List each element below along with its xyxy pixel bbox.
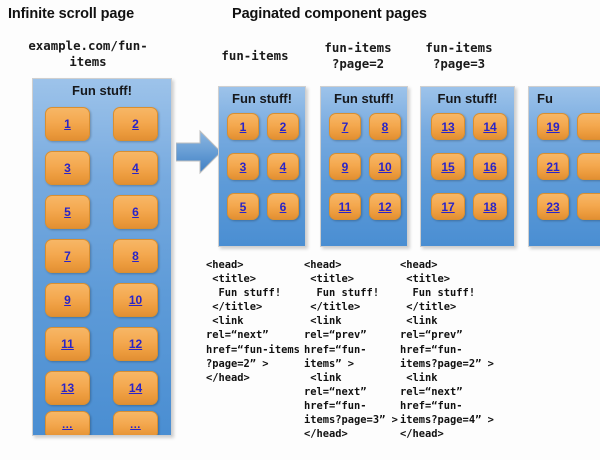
item-tile[interactable]: 8 [369, 113, 401, 140]
item-tile-label: 5 [239, 199, 247, 214]
item-tile[interactable]: 17 [431, 193, 465, 220]
item-tile[interactable]: 7 [45, 239, 90, 273]
page-3-head-code: <head> <title> Fun stuff! </title> <link… [400, 259, 494, 441]
page-2-url-label: fun-items ?page=2 [324, 40, 392, 71]
item-tile-label: 16 [483, 159, 497, 174]
item-tile-label: 23 [546, 199, 560, 214]
item-tile[interactable]: 13 [431, 113, 465, 140]
item-tile[interactable]: 19 [537, 113, 569, 140]
item-tile-label: 8 [381, 119, 389, 134]
item-tile-label: 5 [64, 205, 71, 219]
item-tile-label: 2 [279, 119, 287, 134]
item-tile-label: ... [130, 418, 141, 431]
item-tile[interactable]: 13 [45, 371, 90, 405]
infinite-scroll-panel-title: Fun stuff! [72, 83, 132, 98]
item-tile[interactable]: 21 [537, 153, 569, 180]
item-tile-label: 6 [132, 205, 139, 219]
item-tile-label: 4 [132, 161, 139, 175]
page-3-panel-title: Fun stuff! [437, 91, 498, 106]
page-1-panel: Fun stuff! 1 2 3 4 5 6 [218, 86, 306, 247]
item-tile-label: 12 [378, 199, 392, 214]
item-tile-label: 7 [341, 119, 349, 134]
item-tile[interactable]: 16 [473, 153, 507, 180]
item-tile-label: 18 [483, 199, 497, 214]
item-tile[interactable] [577, 153, 600, 180]
item-tile[interactable] [577, 193, 600, 220]
page-4-panel: Fu 19 21 23 [528, 86, 600, 247]
item-tile[interactable]: 10 [113, 283, 158, 317]
page-1-url-label: fun-items [221, 48, 289, 63]
item-tile-label: 15 [441, 159, 455, 174]
item-tile[interactable]: 6 [113, 195, 158, 229]
item-tile[interactable]: 6 [267, 193, 299, 220]
item-tile-label: 11 [338, 199, 352, 214]
item-tile[interactable]: 11 [45, 327, 90, 361]
page-4-panel-title: Fu [537, 91, 553, 106]
item-tile[interactable]: 14 [113, 371, 158, 405]
item-tile[interactable]: 9 [329, 153, 361, 180]
item-tile[interactable]: 14 [473, 113, 507, 140]
item-tile[interactable]: 2 [267, 113, 299, 140]
item-tile[interactable]: 4 [267, 153, 299, 180]
item-tile[interactable]: 1 [45, 107, 90, 141]
item-tile-label: 9 [64, 293, 71, 307]
heading-paginated-pages: Paginated component pages [232, 6, 427, 22]
item-tile-label: 4 [279, 159, 287, 174]
item-tile-label: 11 [61, 337, 74, 351]
item-tile-more[interactable]: ... [45, 411, 90, 435]
item-tile[interactable]: 9 [45, 283, 90, 317]
item-tile-label: 13 [441, 119, 455, 134]
page-2-head-code: <head> <title> Fun stuff! </title> <link… [304, 259, 398, 441]
item-tile[interactable]: 15 [431, 153, 465, 180]
item-tile-label: 3 [64, 161, 71, 175]
item-tile-label: 1 [64, 117, 71, 131]
item-tile-label: 3 [239, 159, 247, 174]
item-tile[interactable]: 12 [113, 327, 158, 361]
item-tile-label: 8 [132, 249, 139, 263]
item-tile-label: 10 [128, 293, 143, 307]
page-1-head-code: <head> <title> Fun stuff! </title> <link… [206, 259, 300, 384]
item-tile-label: 14 [128, 381, 143, 395]
item-tile[interactable]: 3 [227, 153, 259, 180]
item-tile-label: 14 [483, 119, 497, 134]
page-2-panel-title: Fun stuff! [334, 91, 394, 106]
item-tile-label: 10 [378, 159, 392, 174]
item-tile-label: 1 [239, 119, 247, 134]
item-tile[interactable]: 18 [473, 193, 507, 220]
item-tile-label: 12 [128, 337, 143, 351]
page-3-panel: Fun stuff! 13 14 15 16 17 18 [420, 86, 515, 247]
item-tile[interactable]: 5 [45, 195, 90, 229]
heading-infinite-scroll: Infinite scroll page [8, 6, 135, 22]
page-3-url-label: fun-items ?page=3 [425, 40, 493, 71]
item-tile[interactable]: 4 [113, 151, 158, 185]
item-tile-label: 2 [132, 117, 139, 131]
item-tile-label: 7 [64, 249, 71, 263]
item-tile[interactable]: 23 [537, 193, 569, 220]
infinite-scroll-url-label: example.com/fun- items [28, 38, 148, 69]
infinite-scroll-page-panel: Fun stuff! 1 2 3 4 5 6 7 8 9 10 11 12 13… [32, 78, 172, 436]
item-tile-label: 9 [341, 159, 349, 174]
item-tile[interactable]: 10 [369, 153, 401, 180]
item-tile[interactable]: 11 [329, 193, 361, 220]
page-1-panel-title: Fun stuff! [232, 91, 292, 106]
item-tile-label: ... [62, 418, 73, 431]
item-tile-label: 19 [546, 119, 560, 134]
item-tile-label: 6 [279, 199, 287, 214]
item-tile[interactable]: 1 [227, 113, 259, 140]
item-tile[interactable] [577, 113, 600, 140]
right-arrow-icon [176, 129, 222, 175]
item-tile-label: 17 [441, 199, 455, 214]
item-tile[interactable]: 5 [227, 193, 259, 220]
page-2-panel: Fun stuff! 7 8 9 10 11 12 [320, 86, 408, 247]
item-tile-label: 13 [60, 381, 75, 395]
item-tile[interactable]: 12 [369, 193, 401, 220]
item-tile-label: 21 [546, 159, 560, 174]
item-tile[interactable]: 7 [329, 113, 361, 140]
item-tile[interactable]: 3 [45, 151, 90, 185]
item-tile[interactable]: 2 [113, 107, 158, 141]
item-tile-more[interactable]: ... [113, 411, 158, 435]
item-tile[interactable]: 8 [113, 239, 158, 273]
